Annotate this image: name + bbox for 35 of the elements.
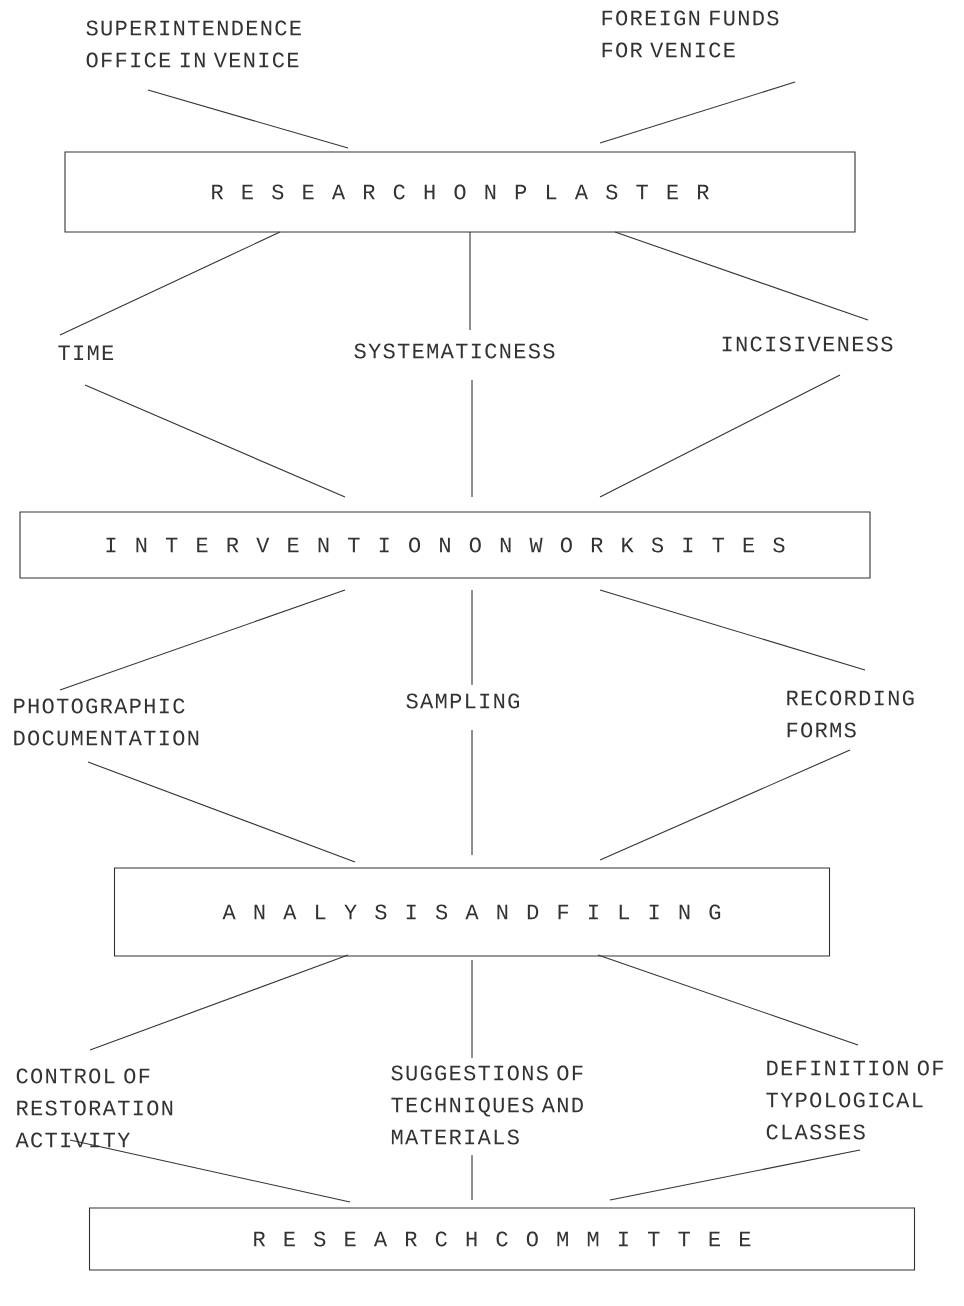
connector-line <box>599 374 841 498</box>
connector-line <box>614 231 869 321</box>
connector-line <box>69 1139 351 1203</box>
node-label: SUGGESTIONS OF TECHNIQUES AND MATERIALS <box>391 1065 583 1145</box>
connector-line <box>59 589 346 691</box>
connector-line <box>84 384 346 498</box>
node-label: PHOTOGRAPHIC DOCUMENTATION <box>14 698 199 746</box>
title-box: R E S E A R C H C O M M I T T E E <box>88 1207 916 1271</box>
title-box: R E S E A R C H O N P L A S T E R <box>64 151 856 233</box>
title-box: A N A L Y S I S A N D F I L I N G <box>113 867 831 957</box>
connector-line <box>87 761 356 863</box>
title-box: I N T E R V E N T I O N O N W O R K S I T E S <box>19 511 871 579</box>
connector-line <box>599 81 796 144</box>
connector-line <box>471 1154 473 1201</box>
connector-line <box>59 231 281 336</box>
connector-line <box>471 959 473 1059</box>
connector-line <box>597 954 859 1046</box>
node-label: SAMPLING <box>406 693 520 709</box>
node-label: FOREIGN FUNDS FOR VENICE <box>602 10 779 58</box>
node-label: TIME <box>58 345 114 361</box>
node-label: CONTROL OF RESTORATION ACTIVITY <box>15 1068 173 1148</box>
node-label: INCISIVENESS <box>722 336 893 352</box>
connector-line <box>469 231 471 331</box>
node-label: RECORDING FORMS <box>787 690 914 738</box>
node-label: SUPERINTENDENCE OFFICE IN VENICE <box>86 20 301 68</box>
connector-line <box>471 729 473 856</box>
node-label: DEFINITION OF TYPOLOGICAL CLASSES <box>766 1060 943 1140</box>
connector-line <box>599 589 866 671</box>
connector-line <box>599 749 851 861</box>
connector-line <box>147 89 349 149</box>
node-label: SYSTEMATICNESS <box>354 343 555 359</box>
connector-line <box>471 589 473 686</box>
connector-line <box>471 379 473 498</box>
connector-line <box>609 1149 861 1201</box>
connector-line <box>89 954 349 1051</box>
